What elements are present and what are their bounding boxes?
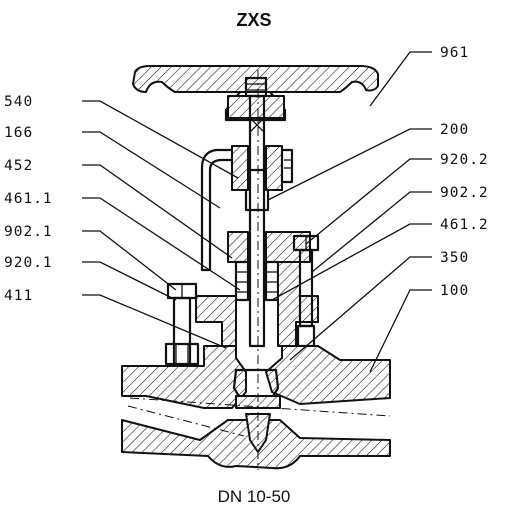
- label-body: 100: [440, 283, 469, 299]
- label-nut-gland: 920.2: [440, 152, 489, 168]
- label-packing-lower: 461.2: [440, 217, 489, 233]
- label-disc: 350: [440, 250, 469, 266]
- label-stem: 200: [440, 122, 469, 138]
- label-stud-bonnet: 902.1: [4, 224, 53, 240]
- label-packing-upper: 461.1: [4, 191, 53, 207]
- drawing-caption: DN 10-50: [218, 487, 291, 506]
- handwheel: [132, 65, 379, 122]
- yoke: [200, 145, 294, 272]
- label-stud-gland: 902.2: [440, 185, 489, 201]
- leader-lines: [82, 51, 432, 373]
- stem: [244, 94, 270, 348]
- label-handwheel: 961: [440, 45, 469, 61]
- drawing-title: ZXS: [236, 10, 271, 30]
- valve-body: [121, 70, 391, 470]
- label-gland: 452: [4, 158, 33, 174]
- label-gasket: 411: [4, 288, 33, 304]
- label-nut-bonnet: 920.1: [4, 255, 53, 271]
- bonnet: [164, 231, 320, 384]
- label-yoke-bush: 540: [4, 94, 33, 110]
- label-yoke: 166: [4, 125, 33, 141]
